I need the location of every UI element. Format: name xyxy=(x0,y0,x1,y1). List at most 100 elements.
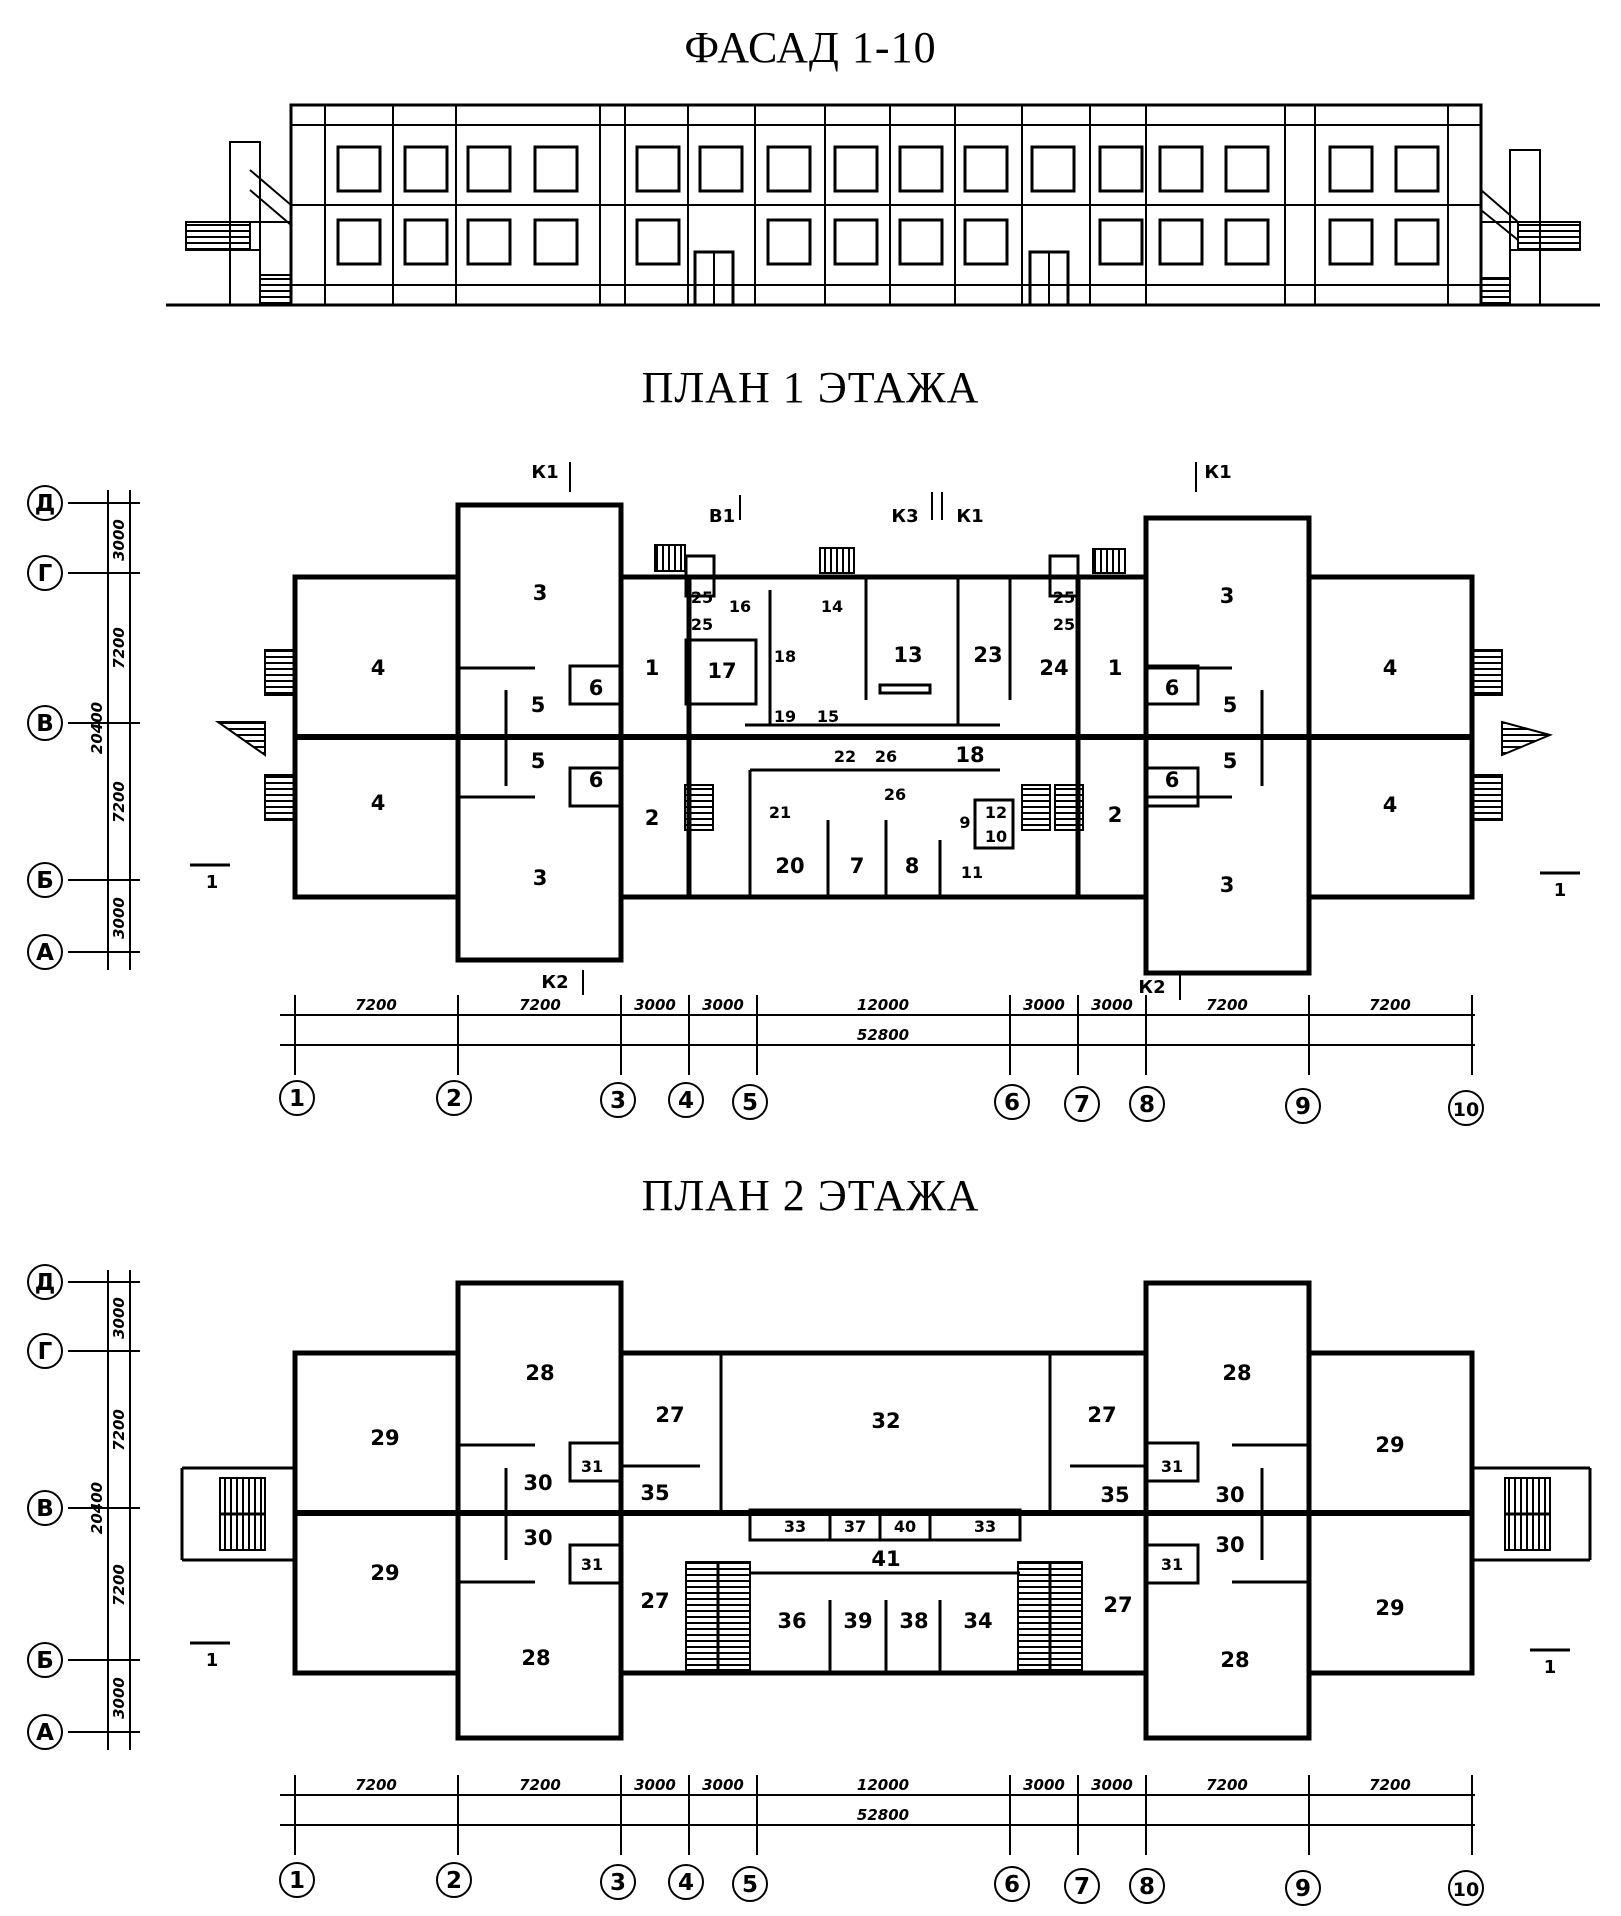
axis-label: 5 xyxy=(742,1090,758,1116)
axis-label: 9 xyxy=(1295,1876,1311,1902)
dim-label: 3000 xyxy=(1091,1776,1133,1794)
dim-label: 7200 xyxy=(1206,1776,1248,1794)
dim-label: 3000 xyxy=(110,1297,128,1339)
room-label: 36 xyxy=(777,1609,806,1633)
axis-label: 4 xyxy=(678,1870,694,1896)
room-label: 5 xyxy=(1223,749,1238,773)
room-label: 27 xyxy=(1087,1403,1116,1427)
room-label: 3 xyxy=(1220,584,1235,608)
dim-label: 3000 xyxy=(1023,1776,1065,1794)
room-label: 12 xyxy=(985,803,1007,822)
axis-label: 10 xyxy=(1453,1879,1479,1901)
axis-label: А xyxy=(36,940,54,966)
room-label: 25 xyxy=(1053,588,1075,607)
room-label: 35 xyxy=(1100,1483,1129,1507)
room-label: 33 xyxy=(784,1517,806,1536)
room-label: 2 xyxy=(1108,803,1123,827)
room-label: 5 xyxy=(1223,693,1238,717)
room-label: 31 xyxy=(1161,1457,1183,1476)
dim-label: 52800 xyxy=(857,1026,909,1044)
room-label: 27 xyxy=(1103,1593,1132,1617)
room-label: 4 xyxy=(371,656,386,680)
plan1-column-axis-labels: 1 2 3 4 5 6 7 8 9 10 xyxy=(289,1086,1479,1121)
axis-label: Г xyxy=(38,1339,53,1365)
room-label: 37 xyxy=(844,1517,866,1536)
room-label: 23 xyxy=(973,643,1002,667)
room-label: 18 xyxy=(955,743,984,767)
room-label: 11 xyxy=(961,863,983,882)
axis-label: 7 xyxy=(1074,1092,1090,1118)
dim-label: 12000 xyxy=(857,996,909,1014)
room-label: 22 xyxy=(834,747,856,766)
room-label: 20 xyxy=(775,854,804,878)
utility-mark: К2 xyxy=(541,972,568,993)
facade xyxy=(166,103,1600,307)
room-label: 34 xyxy=(963,1609,992,1633)
facade-joints xyxy=(324,105,1449,305)
section-mark: 1 xyxy=(206,872,219,893)
plan1-partitions xyxy=(458,554,1264,897)
plan2: 28 29 27 31 30 35 30 31 29 27 28 32 33 3… xyxy=(27,1264,1592,1906)
room-label: 27 xyxy=(640,1589,669,1613)
room-label: 8 xyxy=(905,854,920,878)
room-label: 3 xyxy=(533,581,548,605)
axis-label: 5 xyxy=(742,1872,758,1898)
dim-label: 12000 xyxy=(857,1776,909,1794)
plan1: 3 4 5 6 1 5 6 4 2 3 25 25 16 14 17 18 13… xyxy=(27,462,1580,1126)
facade-title: ФАСАД 1-10 xyxy=(684,23,937,72)
room-label: 25 xyxy=(1053,615,1075,634)
room-label: 27 xyxy=(655,1403,684,1427)
room-label: 24 xyxy=(1039,656,1068,680)
room-label: 28 xyxy=(521,1646,550,1670)
dim-label: 7200 xyxy=(519,1776,561,1794)
plan1-arrows xyxy=(190,462,1580,1000)
room-label: 6 xyxy=(1165,768,1180,792)
facade-stair-right xyxy=(1480,149,1581,306)
axis-label: 6 xyxy=(1004,1090,1020,1116)
dim-label: 7200 xyxy=(110,781,128,823)
axis-label: 6 xyxy=(1004,1872,1020,1898)
room-label: 6 xyxy=(589,768,604,792)
room-label: 15 xyxy=(817,707,839,726)
plan2-vertical-dims: 3000 7200 7200 3000 20400 xyxy=(88,1297,128,1719)
dim-label: 3000 xyxy=(110,519,128,561)
room-label: 19 xyxy=(774,707,796,726)
room-label: 10 xyxy=(985,827,1007,846)
room-label: 30 xyxy=(523,1471,552,1495)
room-label: 33 xyxy=(974,1517,996,1536)
plan1-room-numbers: 3 4 5 6 1 5 6 4 2 3 25 25 16 14 17 18 13… xyxy=(371,581,1398,897)
plan1-dim-lines xyxy=(279,995,1484,1126)
dim-label: 7200 xyxy=(1369,996,1411,1014)
axis-label: 9 xyxy=(1295,1094,1311,1120)
plan2-room-numbers: 28 29 27 31 30 35 30 31 29 27 28 32 33 3… xyxy=(370,1361,1404,1672)
room-label: 29 xyxy=(1375,1596,1404,1620)
plan1-horizontal-dims: 7200 7200 3000 3000 12000 3000 3000 7200… xyxy=(355,996,1411,1044)
room-label: 29 xyxy=(370,1561,399,1585)
room-label: 9 xyxy=(959,813,970,832)
plan2-dim-lines xyxy=(279,1775,1484,1906)
room-label: 35 xyxy=(640,1481,669,1505)
plan2-horizontal-dims: 7200 7200 3000 3000 12000 3000 3000 7200… xyxy=(355,1776,1411,1824)
section-mark: 1 xyxy=(206,1650,219,1671)
plan2-title: ПЛАН 2 ЭТАЖА xyxy=(641,1171,980,1220)
axis-label: 2 xyxy=(446,1086,462,1112)
axis-label: 3 xyxy=(610,1088,626,1114)
room-label: 4 xyxy=(1383,656,1398,680)
plan1-row-axis-labels: Д Г В Б А xyxy=(35,491,55,966)
axis-label: 4 xyxy=(678,1088,694,1114)
room-label: 5 xyxy=(531,749,546,773)
plan2-stairs xyxy=(219,1477,1551,1671)
plan2-column-axis-labels: 1 2 3 4 5 6 7 8 9 10 xyxy=(289,1868,1479,1902)
utility-mark: К1 xyxy=(1204,462,1231,483)
room-label: 32 xyxy=(871,1409,900,1433)
plan1-utility-marks: К1 В1 К3 К1 К1 К2 К2 xyxy=(531,462,1231,998)
facade-windows xyxy=(336,145,1440,266)
dim-label: 7200 xyxy=(519,996,561,1014)
dim-label: 52800 xyxy=(857,1806,909,1824)
room-label: 41 xyxy=(871,1547,900,1571)
dim-label: 7200 xyxy=(110,1564,128,1606)
dim-label: 7200 xyxy=(355,996,397,1014)
section-mark: 1 xyxy=(1544,1657,1557,1678)
room-label: 3 xyxy=(1220,873,1235,897)
